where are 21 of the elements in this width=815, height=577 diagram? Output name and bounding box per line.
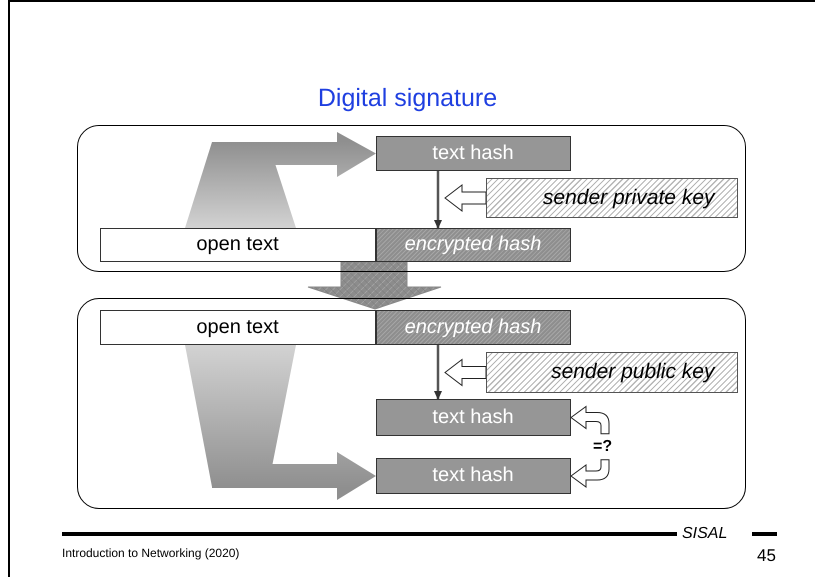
encrypted-hash-box: encrypted hash bbox=[376, 310, 570, 344]
footer-mark: SISAL bbox=[682, 525, 728, 543]
hollow-arrow bbox=[444, 184, 486, 212]
text-box: open text bbox=[100, 228, 376, 262]
text-hash-box: text hash bbox=[376, 458, 570, 494]
hollow-arrow bbox=[444, 358, 486, 387]
text-hash-box: text hash bbox=[376, 398, 570, 436]
panel bbox=[77, 298, 746, 509]
text-box: open text bbox=[100, 310, 376, 344]
text-hash-box: text hash bbox=[376, 136, 570, 170]
key-box: sender public key bbox=[486, 352, 738, 392]
footer-text: Introduction to Networking (2020) bbox=[62, 546, 240, 560]
key-box: sender private key bbox=[486, 178, 738, 218]
panel bbox=[77, 125, 746, 272]
title: Digital signature bbox=[316, 84, 498, 113]
hollow-arrow bbox=[570, 406, 610, 488]
encrypted-hash-box: encrypted hash bbox=[376, 228, 570, 262]
arrow bbox=[434, 171, 442, 229]
page-number: 45 bbox=[757, 546, 776, 566]
block-arrow bbox=[308, 262, 442, 310]
arrow bbox=[434, 345, 442, 400]
